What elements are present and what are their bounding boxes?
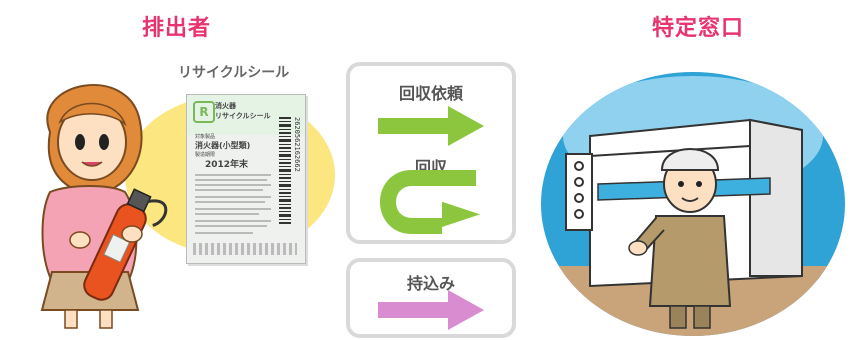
card-item-label: 対象製品 [195,134,216,140]
sticker-caption: リサイクルシール [178,65,290,81]
barcode-number: 2620562162662 [293,117,301,172]
card-name-line1: 消火器 [215,102,236,110]
u-turn-arrow-icon [380,170,480,234]
woman-with-extinguisher-illustration [40,84,168,329]
arrow-right-icon [378,106,484,146]
bring-in-box: 持込み [346,258,516,338]
card-item-value: 消火器(小型類) [195,141,251,150]
pink-arrow-right-icon [378,290,484,330]
card-name-line2: リサイクルシール [215,112,271,120]
store-and-worker-illustration [541,72,845,336]
label-collect-request: 回収依頼 [398,84,463,103]
recycle-sticker-card: R 消火器 リサイクルシール 対象製品 消火器(小型類) 製造期限 2012年末… [186,94,306,264]
card-year-value: 2012年末 [205,160,249,170]
title-discharger: 排出者 [142,16,212,41]
request-collect-box: 回収依頼 回収 [346,62,516,244]
recycle-logo-icon: R [193,101,215,123]
card-pattern-strip [193,243,297,255]
label-bring-in: 持込み [406,274,455,293]
title-designated-counter: 特定窓口 [652,16,745,41]
card-fine-print [195,174,271,234]
barcode [279,117,291,224]
card-year-label: 製造期限 [195,152,216,158]
